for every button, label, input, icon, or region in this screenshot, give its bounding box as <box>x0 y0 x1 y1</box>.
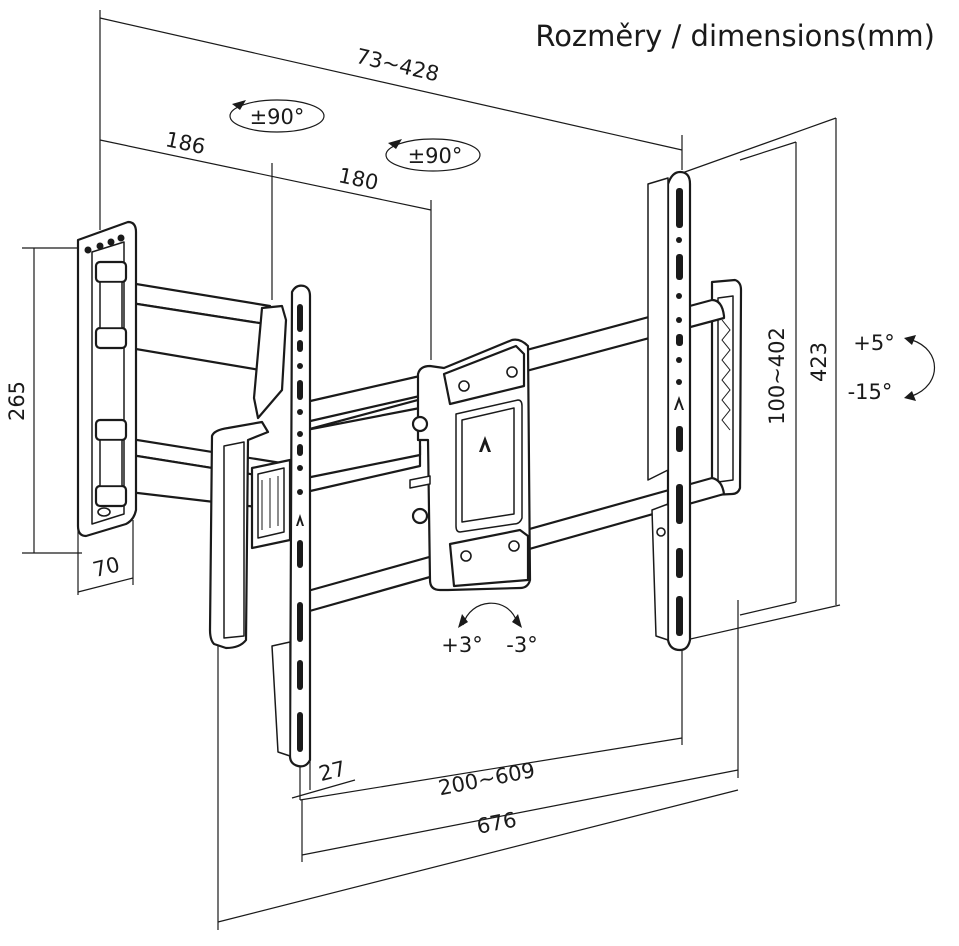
center-mount-plate <box>409 338 532 592</box>
level-minus-label: -3° <box>506 633 537 657</box>
level-plus-label: +3° <box>441 633 482 657</box>
dim-arm-2: 180 <box>336 163 380 195</box>
tv-mount-drawing <box>76 170 743 768</box>
dim-vesa-vertical: 100~402 <box>765 327 789 425</box>
dim-wall-plate-height: 265 <box>5 381 29 421</box>
left-bracket <box>208 420 292 650</box>
right-bracket-back-plate <box>710 278 743 497</box>
dim-vesa-horizontal: 200~609 <box>436 758 537 800</box>
swivel-2-label: ±90° <box>408 144 463 168</box>
rotation-swivel-1: ±90° <box>229 99 325 133</box>
diagram-title: Rozměry / dimensions(mm) <box>535 19 935 53</box>
swivel-1-label: ±90° <box>250 105 305 129</box>
dim-arm-extension: 73~428 <box>354 44 442 86</box>
dim-bracket-height: 423 <box>807 342 831 382</box>
dimension-lines <box>22 10 841 930</box>
wall-plate <box>76 220 138 538</box>
tilt-down-label: -15° <box>848 380 893 404</box>
rotation-swivel-2: ±90° <box>385 138 481 172</box>
left-vertical-rail <box>271 284 312 768</box>
right-vertical-rail <box>647 170 692 652</box>
tilt-up-label: +5° <box>853 331 894 355</box>
rotation-level: +3° -3° <box>441 602 538 657</box>
dim-wall-plate-width: 70 <box>90 552 122 582</box>
rotation-tilt: +5° -15° <box>848 331 936 404</box>
dim-total-width: 676 <box>475 808 519 839</box>
dim-rail-width: 27 <box>316 756 348 786</box>
